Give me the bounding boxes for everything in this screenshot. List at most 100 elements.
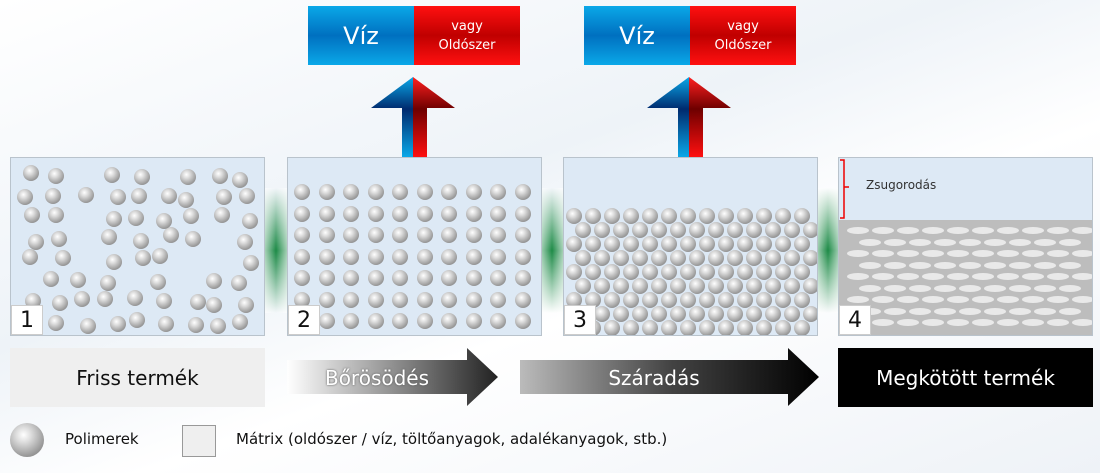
polymer-particle: [613, 222, 629, 238]
polymer-particle: [718, 264, 734, 280]
polymer-particle: [699, 292, 715, 308]
polymer-particle: [623, 264, 639, 280]
polymer-particle: [74, 290, 91, 307]
polymer-particle: [214, 207, 231, 224]
polymer-particle: [775, 208, 791, 224]
polymer-particle: [21, 249, 38, 265]
stage-cured: Megkötött termék: [838, 348, 1093, 407]
cured-particle: [1022, 319, 1044, 326]
polymer-particle: [109, 188, 126, 205]
polymer-particle: [632, 250, 648, 266]
polymer-particle: [367, 227, 384, 243]
polymer-particle: [604, 292, 620, 308]
polymer-particle: [699, 264, 715, 280]
cured-particle: [897, 227, 919, 234]
polymer-particle: [604, 264, 620, 280]
cured-particle: [922, 227, 944, 234]
polymer-particle: [794, 208, 810, 224]
cured-particle: [1047, 319, 1069, 326]
up-arrow-icon: [371, 77, 455, 157]
polymer-particle: [566, 264, 582, 280]
polymer-particle: [514, 248, 531, 265]
polymer-particle: [604, 320, 620, 335]
polymer-particle: [514, 205, 531, 222]
polymer-particle: [490, 270, 506, 286]
polymer-particle: [737, 320, 753, 335]
polymer-particle: [746, 222, 762, 238]
polymer-particle: [708, 250, 724, 266]
polymer-particle: [566, 236, 582, 252]
panel-number: 3: [564, 305, 596, 335]
polymer-particle: [343, 184, 359, 200]
cured-particle: [1009, 307, 1031, 315]
polymer-particle: [784, 222, 800, 238]
polymer-particle: [416, 270, 433, 286]
polymer-particle: [318, 248, 335, 265]
polymer-particle: [156, 293, 173, 310]
polymer-particle: [343, 248, 359, 265]
polymer-particle: [623, 236, 639, 252]
polymer-particle: [651, 222, 667, 238]
polymer-particle: [642, 320, 658, 335]
polymer-particle: [294, 227, 310, 243]
cured-particle: [1072, 250, 1092, 257]
polymer-particle: [803, 278, 817, 294]
polymer-particle: [746, 306, 762, 322]
polymer-particle: [737, 264, 753, 280]
polymer-particle: [54, 250, 71, 267]
polymer-particle: [765, 222, 781, 238]
polymer-particle: [594, 306, 610, 322]
cured-particle: [984, 238, 1006, 246]
polymer-particle: [231, 313, 248, 330]
polymer-particle: [680, 208, 696, 224]
cured-layer: [839, 220, 1092, 335]
cured-particle: [972, 273, 994, 280]
polymer-particle: [594, 222, 610, 238]
cured-particle: [859, 261, 881, 269]
polymer-particle: [465, 184, 482, 200]
cured-particle: [897, 250, 919, 257]
polymer-particle: [632, 306, 648, 322]
polymer-particle: [689, 250, 705, 266]
cured-particle: [1072, 227, 1092, 234]
polymer-particle: [294, 291, 310, 308]
polymer-particle: [490, 313, 506, 329]
polymer-particle: [623, 292, 639, 308]
polymer-particle: [343, 227, 359, 243]
polymer-particle: [727, 278, 743, 294]
polymer-particle: [575, 250, 591, 266]
polymer-particle: [699, 320, 715, 335]
polymer-particle: [211, 167, 228, 184]
cured-particle: [997, 296, 1019, 303]
polymer-particle: [727, 306, 743, 322]
polymer-particle: [775, 292, 791, 308]
polymer-particle: [180, 169, 197, 186]
cured-particle: [984, 261, 1006, 269]
polymer-particle: [490, 248, 506, 265]
polymer-particle: [613, 278, 629, 294]
polymer-particle: [465, 291, 482, 308]
polymer-particle: [585, 292, 601, 308]
polymer-particle: [231, 275, 248, 292]
polymer-particle: [133, 169, 150, 186]
polymer-particle: [100, 275, 117, 292]
polymer-particle: [80, 318, 97, 335]
transition-connector: [265, 188, 287, 313]
polymer-particle: [242, 254, 259, 271]
cured-particle: [884, 307, 906, 315]
polymer-particle: [594, 278, 610, 294]
stage-fresh: Friss termék: [10, 348, 265, 407]
polymer-particle: [416, 227, 433, 243]
polymer-particle: [318, 313, 335, 329]
polymer-particle: [48, 168, 65, 185]
polymer-particle: [670, 222, 686, 238]
cured-particle: [934, 238, 956, 246]
polymer-particle: [737, 292, 753, 308]
polymer-particle: [794, 264, 810, 280]
polymer-particle: [25, 292, 42, 309]
cured-particle: [997, 227, 1019, 234]
polymer-particle: [392, 313, 408, 329]
polymer-particle: [343, 270, 359, 286]
polymer-particle: [294, 270, 310, 286]
polymer-particle: [367, 248, 384, 265]
